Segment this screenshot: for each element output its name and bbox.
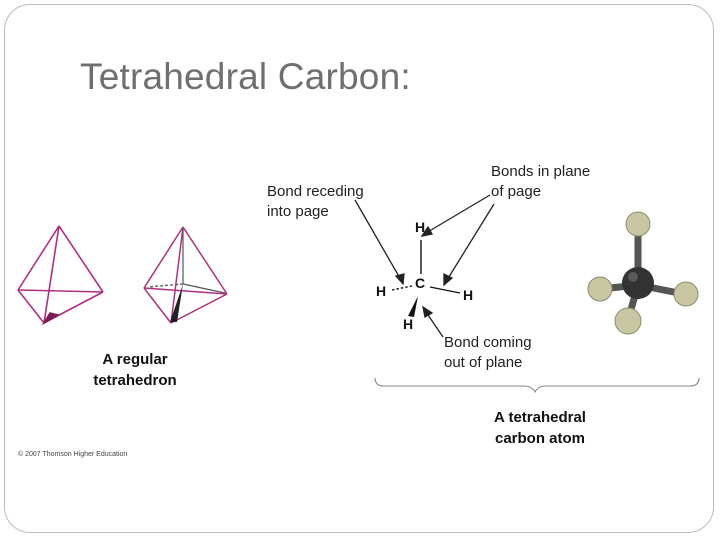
slide (4, 4, 714, 533)
atom-h-top: H (415, 219, 426, 235)
slide-title: Tetrahedral Carbon: (80, 56, 411, 97)
label-bonds-in-plane: Bonds in plane of page (491, 163, 591, 200)
caption-tetrahedral-carbon: A tetrahedral carbon atom (494, 409, 586, 447)
label-arrows (354, 194, 495, 338)
methane-bonds (391, 240, 461, 317)
atom-h-bottom: H (403, 316, 414, 332)
label-bond-receding: Bond receding into page (267, 183, 364, 220)
atom-h-left: H (376, 283, 387, 299)
caption-regular-tetrahedron: A regular tetrahedron (93, 351, 177, 389)
atom-c-center: C (415, 275, 426, 291)
atom-h-right: H (463, 287, 474, 303)
bracket (374, 377, 700, 394)
label-bond-coming-out: Bond coming out of plane (444, 334, 532, 371)
ball-and-stick-model (587, 211, 699, 335)
copyright-notice: © 2007 Thomson Higher Education (18, 451, 128, 458)
regular-tetrahedron (17, 225, 104, 326)
tetrahedron-with-bonds (143, 226, 228, 324)
